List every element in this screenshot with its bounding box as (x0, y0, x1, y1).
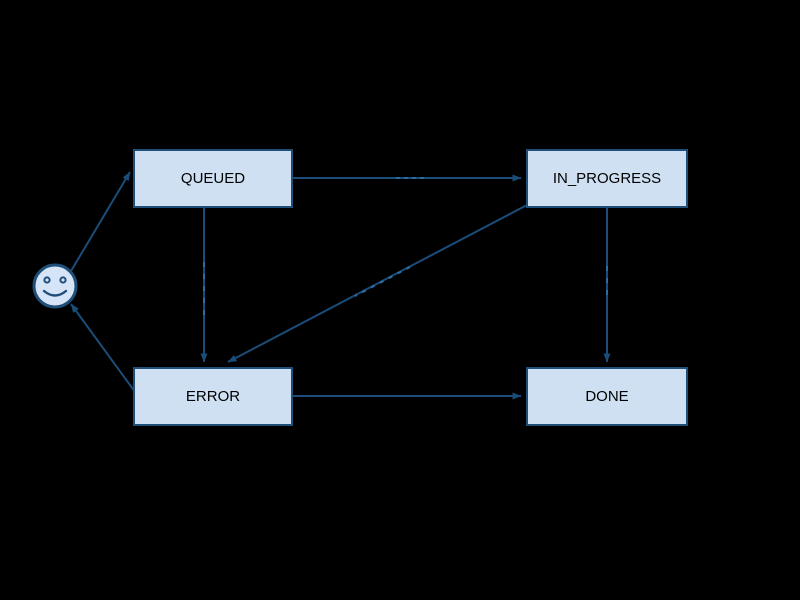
start-node[interactable] (32, 263, 78, 309)
state-box[interactable] (133, 367, 293, 426)
edge-line (70, 171, 131, 272)
edge-in-progress-to-error (227, 204, 528, 363)
state-node-done[interactable]: DONE (526, 367, 688, 426)
state-box[interactable] (526, 367, 688, 426)
state-node-in-progress[interactable]: IN_PROGRESS (526, 149, 688, 208)
state-node-queued[interactable]: QUEUED (133, 149, 293, 208)
smiley-mouth-icon (42, 289, 68, 297)
edge-line (227, 204, 528, 363)
state-node-label: ERROR (186, 388, 240, 405)
smiley-eye-right-icon (59, 276, 67, 284)
state-node-label: QUEUED (181, 170, 245, 187)
state-node-label: DONE (585, 388, 628, 405)
state-box[interactable] (133, 149, 293, 208)
edge-highlight-segment (354, 266, 411, 297)
edge-line (70, 303, 139, 397)
nodes-layer: QUEUED IN_PROGRESS ERROR DONE (32, 149, 688, 426)
edges-layer (70, 171, 611, 400)
smiley-eye-left-icon (43, 276, 51, 284)
state-box[interactable] (526, 149, 688, 208)
edge-start-to-queued (70, 171, 131, 272)
smiley-face-icon[interactable] (32, 263, 78, 309)
state-node-label: IN_PROGRESS (553, 170, 661, 187)
edge-error-to-start (70, 303, 139, 397)
state-node-error[interactable]: ERROR (133, 367, 293, 426)
